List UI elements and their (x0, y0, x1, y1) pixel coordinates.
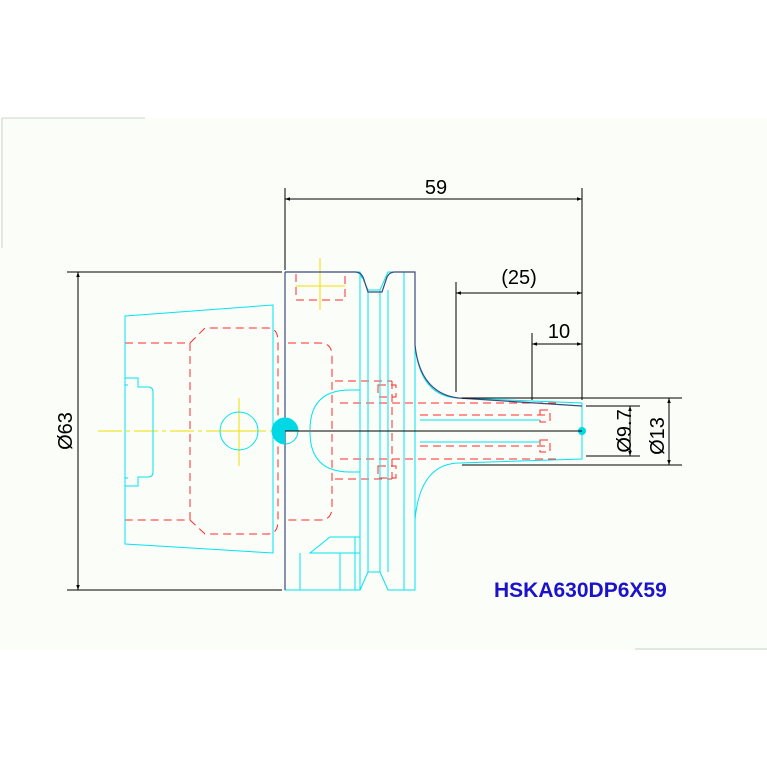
centerlines (98, 258, 345, 466)
dim-flange-diameter: Ø63 (55, 412, 77, 450)
dim-bore-diameter: Ø9.7 (614, 409, 636, 452)
dim-reference-length: (25) (501, 267, 537, 289)
dimension-lines (67, 188, 682, 591)
drawing-panel (0, 118, 767, 650)
dim-tip-length: 10 (548, 321, 570, 343)
model-code-label: HSKA630DP6X59 (494, 579, 667, 602)
dim-overall-length: 59 (425, 177, 447, 199)
dim-nose-diameter: Ø13 (647, 417, 669, 455)
